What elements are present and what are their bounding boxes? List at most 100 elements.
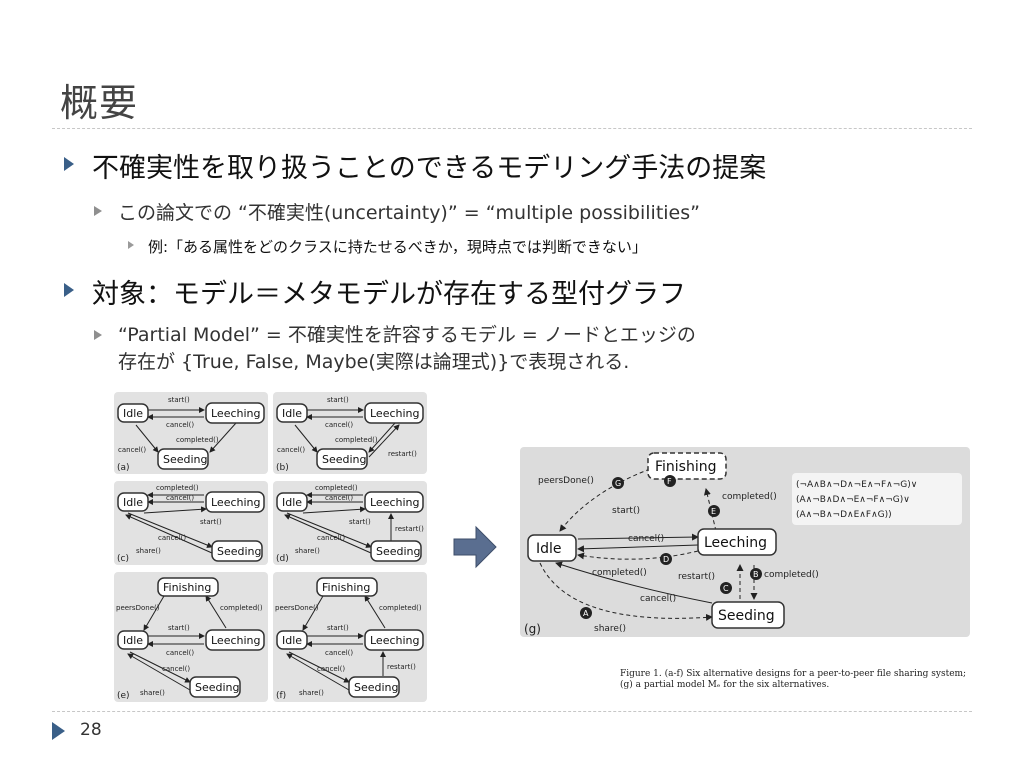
edge-label-cancel: cancel() — [317, 665, 345, 673]
edge-label-cancel: cancel() — [325, 421, 353, 429]
node-idle: Idle — [123, 407, 143, 420]
page-number: 28 — [80, 720, 102, 740]
edge-label-start: start() — [349, 518, 371, 526]
bullet-triangle-icon — [94, 206, 102, 216]
formula-line-2: (A∧¬B∧D∧¬E∧¬F∧¬G)∨ — [796, 495, 910, 505]
figure-caption: Figure 1. (a-f) Six alternative designs … — [620, 669, 980, 691]
panel-tag: (d) — [276, 554, 289, 564]
edge-label-start: start() — [327, 624, 349, 632]
formula-line-1: (¬A∧B∧¬D∧¬E∧¬F∧¬G)∨ — [796, 480, 917, 490]
edge-label-start: start() — [168, 624, 190, 632]
bullet-target: 対象：モデル＝メタモデルが存在する型付グラフ — [64, 272, 686, 311]
node-leeching: Leeching — [211, 407, 261, 420]
bullet-text: 不確実性を取り扱うことのできるモデリング手法の提案 — [92, 153, 767, 184]
footer-triangle-icon — [52, 722, 65, 740]
formula-line-3: (A∧¬B∧¬D∧E∧F∧G)) — [796, 510, 892, 520]
svg-text:E: E — [711, 507, 716, 516]
edge-label-completed: completed() — [722, 492, 777, 502]
edge-label-share: share() — [140, 689, 165, 697]
node-seeding: Seeding — [718, 608, 775, 624]
badge-b: B — [750, 568, 762, 580]
node-leeching: Leeching — [211, 634, 261, 647]
edge-label-cancel: cancel() — [166, 421, 194, 429]
edge-label-restart: restart() — [388, 450, 417, 458]
bullet-partial-model: “Partial Model” = 不確実性を許容するモデル = ノードとエッジ… — [94, 322, 696, 376]
bullet-proposal: 不確実性を取り扱うことのできるモデリング手法の提案 — [64, 146, 766, 185]
node-finishing: Finishing — [655, 459, 717, 475]
caption-line-1: Figure 1. (a-f) Six alternative designs … — [620, 669, 967, 679]
edge-label-share: share() — [594, 624, 626, 634]
svg-text:B: B — [753, 570, 759, 579]
edge-label-cancel: cancel() — [162, 665, 190, 673]
node-seeding: Seeding — [217, 545, 262, 558]
panel-tag: (b) — [276, 463, 289, 473]
bullet-triangle-icon — [64, 283, 74, 297]
edge-label-restart: restart() — [678, 572, 715, 582]
panel-tag: (f) — [276, 691, 286, 701]
bullet-example: 例:「ある属性をどのクラスに持たせるべきか，現時点では判断できない」 — [128, 236, 647, 257]
edge-label-cancel: cancel() — [325, 649, 353, 657]
diagram-panel-f: Finishing Idle Leeching Seeding peersDon… — [273, 572, 427, 702]
edge-label-completed: completed() — [379, 604, 422, 612]
panel-tag: (a) — [117, 463, 130, 473]
badge-d: D — [660, 553, 672, 565]
node-idle: Idle — [123, 496, 143, 509]
badge-e: E — [708, 505, 720, 517]
edge-label-cancel: cancel() — [325, 494, 353, 502]
edge-label-peers-done: peersDone() — [538, 476, 594, 486]
badge-c: C — [720, 582, 732, 594]
node-idle: Idle — [123, 634, 143, 647]
panel-tag: (c) — [117, 554, 129, 564]
panel-tag: (e) — [117, 691, 130, 701]
svg-text:G: G — [615, 479, 621, 488]
badge-g: G — [612, 477, 624, 489]
bullet-triangle-icon — [128, 241, 134, 249]
diagram-panel-e: Finishing Idle Leeching Seeding peersDon… — [114, 572, 268, 702]
edge-label-cancel: cancel() — [277, 446, 305, 454]
svg-text:F: F — [667, 477, 672, 486]
bullet-text: 対象：モデル＝メタモデルが存在する型付グラフ — [92, 279, 686, 310]
bullet-triangle-icon — [94, 330, 102, 340]
edge-label-start: start() — [200, 518, 222, 526]
node-idle: Idle — [282, 496, 302, 509]
edge-label-cancel: cancel() — [158, 534, 186, 542]
diagram-panel-a: Idle Leeching Seeding start() cancel() c… — [114, 392, 268, 474]
badge-a: A — [580, 607, 592, 619]
node-idle: Idle — [282, 634, 302, 647]
bullet-text: この論文での “不確実性(uncertainty)” = “multiple p… — [118, 202, 700, 224]
bullet-triangle-icon — [64, 157, 74, 171]
node-finishing: Finishing — [163, 581, 211, 594]
node-leeching: Leeching — [370, 407, 420, 420]
edge-label-restart: restart() — [387, 663, 416, 671]
edge-label-share: share() — [136, 547, 161, 555]
node-finishing: Finishing — [322, 581, 370, 594]
edge-label-share: share() — [295, 547, 320, 555]
node-seeding: Seeding — [163, 453, 208, 466]
bullet-uncertainty-definition: この論文での “不確実性(uncertainty)” = “multiple p… — [94, 198, 700, 225]
edge-label-peers-done: peersDone() — [116, 604, 160, 612]
partial-model-diagram: Finishing Idle Leeching Seeding peersDon… — [520, 447, 970, 637]
edge-label-restart: restart() — [395, 525, 424, 533]
node-seeding: Seeding — [195, 681, 240, 694]
node-leeching: Leeching — [704, 535, 767, 551]
edge-label-cancel: cancel() — [628, 534, 664, 544]
bullet-text: 例:「ある属性をどのクラスに持たせるべきか，現時点では判断できない」 — [148, 238, 647, 256]
caption-line-2: (g) a partial model Mₑ for the six alter… — [620, 680, 830, 690]
edge-label-cancel: cancel() — [640, 594, 676, 604]
node-seeding: Seeding — [322, 453, 367, 466]
edge-label-start: start() — [612, 506, 640, 516]
right-arrow-icon — [453, 525, 497, 569]
slide-title: 概要 — [60, 81, 139, 125]
node-seeding: Seeding — [376, 545, 421, 558]
node-idle: Idle — [282, 407, 302, 420]
node-leeching: Leeching — [370, 634, 420, 647]
edge-label-completed: completed() — [315, 484, 358, 492]
edge-label-completed: completed() — [592, 568, 647, 578]
badge-f: F — [664, 475, 676, 487]
edge-label-cancel: cancel() — [118, 446, 146, 454]
svg-text:C: C — [723, 584, 729, 593]
diagram-panel-d: Idle Leeching Seeding completed() cancel… — [273, 481, 427, 565]
edge-label-completed: completed() — [156, 484, 199, 492]
svg-text:D: D — [663, 555, 669, 564]
edge-label-start: start() — [327, 396, 349, 404]
